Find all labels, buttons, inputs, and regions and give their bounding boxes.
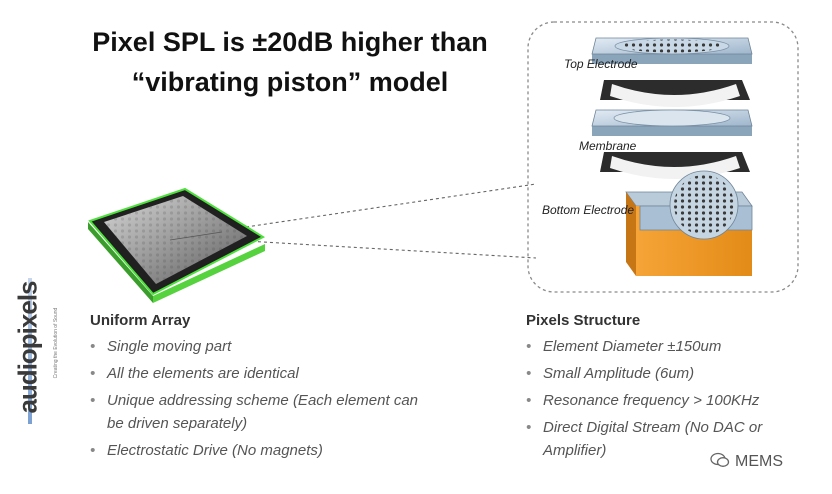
label-bottom-electrode: Bottom Electrode	[542, 203, 635, 217]
title-line-2: “vibrating piston” model	[131, 67, 449, 97]
bottom-electrode-layer	[625, 170, 753, 276]
pixel-array-chip	[88, 187, 266, 303]
bullet-icon: •	[526, 365, 532, 382]
wechat-icon	[710, 452, 730, 467]
logo-tagline: Creating the Evolution of Sound	[53, 307, 59, 379]
audiopixels-logo: audiopixels Creating the Evolution of So…	[2, 268, 59, 434]
list-item: •All the elements are identical	[90, 362, 420, 385]
logo-accent-bar	[28, 278, 32, 424]
pixels-structure-list: •Element Diameter ±150um •Small Amplitud…	[526, 335, 826, 462]
bullet-icon: •	[90, 338, 96, 355]
logo-wordmark: audiopixels	[12, 281, 43, 414]
membrane-layer	[591, 109, 753, 179]
list-item: •Electrostatic Drive (No magnets)	[90, 439, 420, 462]
callout-line-top	[245, 183, 537, 228]
watermark-text: MEMS	[735, 453, 783, 470]
title-line-1: Pixel SPL is ±20dB higher than	[92, 27, 488, 57]
watermark: MEMS	[710, 452, 783, 471]
list-item: •Small Amplitude (6um)	[526, 362, 826, 385]
list-item: •Unique addressing scheme (Each element …	[90, 389, 420, 435]
slide-title: Pixel SPL is ±20dB higher than “vibratin…	[60, 22, 520, 102]
bullet-icon: •	[526, 392, 532, 409]
list-item: •Direct Digital Stream (No DAC or Amplif…	[526, 416, 826, 462]
uniform-array-section: Uniform Array •Single moving part •All t…	[90, 312, 420, 466]
label-top-electrode: Top Electrode	[564, 57, 638, 71]
bullet-icon: •	[526, 419, 532, 436]
top-electrode-layer	[591, 37, 753, 107]
callout-line-bottom	[245, 240, 537, 259]
list-item: •Resonance frequency > 100KHz	[526, 389, 826, 412]
uniform-array-heading: Uniform Array	[90, 312, 191, 329]
pixels-structure-heading: Pixels Structure	[526, 312, 641, 329]
callout-box	[527, 21, 799, 293]
bullet-icon: •	[526, 338, 532, 355]
pixels-structure-section: Pixels Structure •Element Diameter ±150u…	[526, 312, 826, 466]
label-membrane: Membrane	[579, 139, 637, 153]
bullet-icon: •	[90, 392, 96, 409]
bullet-icon: •	[90, 365, 96, 382]
uniform-array-list: •Single moving part •All the elements ar…	[90, 335, 420, 462]
bullet-icon: •	[90, 442, 96, 459]
list-item: •Element Diameter ±150um	[526, 335, 826, 358]
list-item: •Single moving part	[90, 335, 420, 358]
